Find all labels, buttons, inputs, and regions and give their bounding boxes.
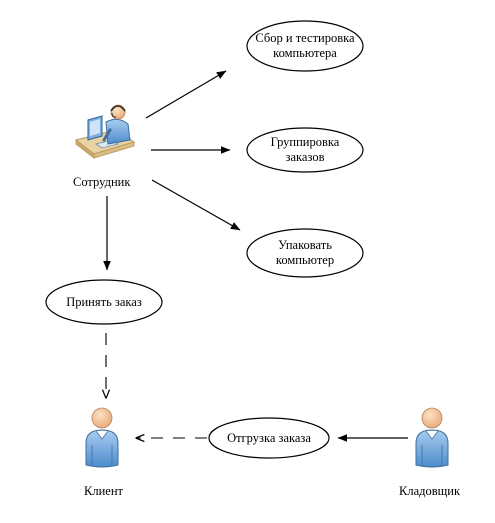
arrow-employee-to-pack bbox=[151, 179, 241, 231]
employee-label: Сотрудник bbox=[73, 175, 131, 189]
use-case-ship-label: Отгрузка заказа bbox=[227, 431, 311, 445]
arrow-employee-to-assemble bbox=[145, 70, 227, 119]
person-icon bbox=[85, 407, 119, 468]
warehouse-actor: Кладовщик bbox=[399, 407, 461, 498]
client-label: Клиент bbox=[84, 484, 124, 498]
use-case-group-line1: Группировка bbox=[271, 135, 340, 149]
operator-at-desk-icon bbox=[74, 104, 136, 159]
use-case-accept: Принять заказ bbox=[45, 279, 163, 325]
use-case-assemble-line1: Сбор и тестировка bbox=[255, 31, 355, 45]
use-case-group-line2: заказов bbox=[286, 150, 325, 164]
use-case-assemble: Сбор и тестировка компьютера bbox=[246, 20, 364, 72]
use-case-pack-line2: компьютер bbox=[276, 253, 334, 267]
client-actor: Клиент bbox=[84, 407, 124, 498]
person-icon bbox=[415, 407, 449, 468]
use-case-accept-label: Принять заказ bbox=[66, 295, 142, 309]
warehouse-label: Кладовщик bbox=[399, 484, 461, 498]
use-case-ship: Отгрузка заказа bbox=[208, 417, 330, 459]
use-case-pack: Упаковать компьютер bbox=[246, 228, 364, 278]
use-case-assemble-line2: компьютера bbox=[273, 46, 337, 60]
use-case-pack-line1: Упаковать bbox=[278, 238, 332, 252]
employee-actor: Сотрудник bbox=[73, 104, 136, 189]
use-case-group: Группировка заказов bbox=[246, 127, 364, 173]
